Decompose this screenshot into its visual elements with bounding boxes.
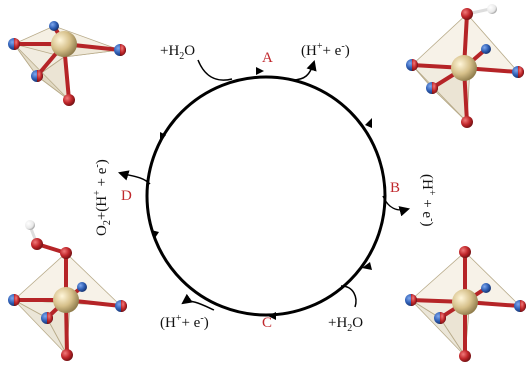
c-out-sup2: - <box>200 313 203 324</box>
cycle-arrow-se-icon <box>362 262 372 270</box>
arrow-d-out <box>117 170 151 185</box>
a-out-sup2: - <box>341 41 344 52</box>
c-in-prefix: +H <box>328 315 347 331</box>
b-out-mid: + e <box>419 195 435 218</box>
label-c-output: (H++ e-) <box>160 313 209 331</box>
cycle-arrow-nw-icon <box>160 132 166 142</box>
d-out-close: ) <box>94 159 110 164</box>
a-out-mid: + e <box>322 43 341 59</box>
c-out-open: (H <box>160 315 176 331</box>
d-out-open: +(H <box>94 196 110 220</box>
d-out-sup: + <box>92 190 103 196</box>
label-a-output: (H++ e-) <box>301 41 350 59</box>
step-label-c: C <box>262 315 272 331</box>
d-out-sub: 2 <box>102 220 113 225</box>
c-out-close: ) <box>204 315 209 331</box>
label-d-output: O2+(H+ + e-) <box>92 159 113 236</box>
arrow-c-in <box>340 285 357 308</box>
step-label-b: B <box>390 180 400 196</box>
cycle-arrow-c-icon <box>268 312 276 320</box>
adsorbed-OH-site-icon <box>406 4 524 128</box>
d-out-mid: + e <box>94 167 110 190</box>
a-in-suffix: O <box>184 43 195 59</box>
arrow-a-out <box>291 59 317 81</box>
a-out-close: ) <box>345 43 350 59</box>
label-a-input: +H2O <box>160 43 195 62</box>
a-out-open: (H <box>301 43 317 59</box>
cycle-arrow-a-icon <box>256 67 264 75</box>
a-in-prefix: +H <box>160 43 179 59</box>
b-out-open: (H <box>419 174 435 190</box>
a-in-sub: 2 <box>179 51 184 62</box>
cycle-arrow-ne-icon <box>365 118 372 128</box>
b-out-close: ) <box>419 221 435 226</box>
d-out-sup2: - <box>92 164 103 167</box>
label-b-output: (H+ + e-) <box>419 174 437 226</box>
adsorbed-OOH-site-icon <box>8 220 127 361</box>
octahedral-metal-site-icon <box>8 21 126 106</box>
label-c-input: +H2O <box>328 315 363 334</box>
c-in-suffix: O <box>352 315 363 331</box>
branch-arrows <box>117 59 411 311</box>
arrow-a-in <box>197 59 233 81</box>
step-label-a: A <box>262 50 273 66</box>
a-out-sup: + <box>317 41 323 52</box>
arrow-b-out <box>382 195 411 217</box>
b-out-sup2: - <box>426 218 437 221</box>
adsorbed-O-site-icon <box>405 246 526 362</box>
d-out-o: O <box>94 225 110 236</box>
step-label-d: D <box>121 188 132 204</box>
cycle-arrow-sw-icon <box>151 230 159 238</box>
arrow-c-out <box>181 293 215 311</box>
catalytic-cycle-circle <box>145 75 387 317</box>
c-out-mid: + e <box>181 315 200 331</box>
c-in-sub: 2 <box>347 323 352 334</box>
b-out-sup: + <box>426 190 437 196</box>
c-out-sup: + <box>176 313 182 324</box>
cycle-direction-arrows <box>151 67 372 320</box>
